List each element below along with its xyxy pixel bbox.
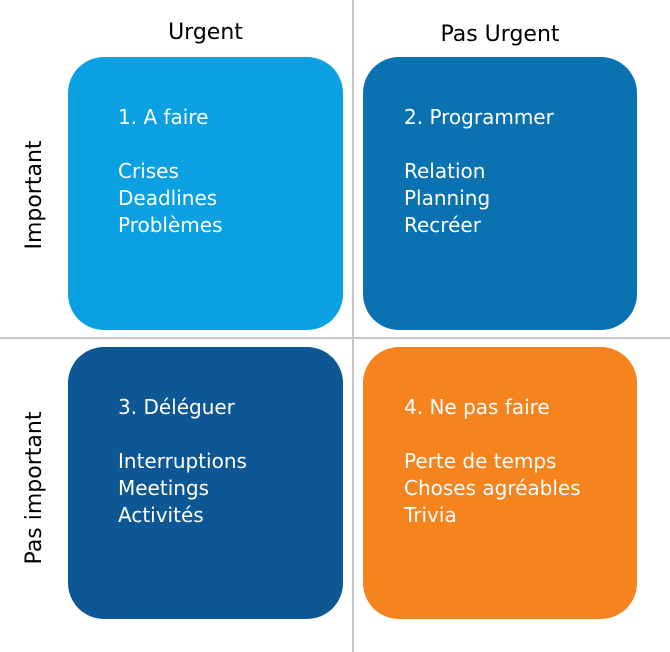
quadrant-item: Meetings [118,476,210,500]
quadrant-item: Deadlines [118,186,218,210]
quadrant-item: Perte de temps [404,449,557,473]
quadrant-title: 1. A faire [118,105,209,129]
quadrant-item-list: Crises Deadlines Problèmes [118,158,333,239]
quadrant-item-list: Relation Planning Recréer [404,158,627,239]
quadrant-a-faire: 1. A faire Crises Deadlines Problèmes [68,57,343,330]
quadrant-item: Interruptions [118,449,247,473]
quadrant-item: Choses agréables [404,476,581,500]
quadrant-item: Planning [404,186,491,210]
quadrant-item: Trivia [404,503,457,527]
quadrant-title: 2. Programmer [404,105,554,129]
quadrant-item-list: Interruptions Meetings Activités [118,448,333,529]
horizontal-divider [0,337,670,339]
row-header-pas-important: Pas important [22,411,47,565]
vertical-divider [352,0,354,652]
quadrant-item: Activités [118,503,204,527]
quadrant-title: 4. Ne pas faire [404,395,550,419]
quadrant-item: Crises [118,159,179,183]
quadrant-programmer: 2. Programmer Relation Planning Recréer [363,57,637,330]
quadrant-ne-pas-faire: 4. Ne pas faire Perte de temps Choses ag… [363,347,637,619]
column-header-urgent: Urgent [168,20,243,45]
quadrant-item: Problèmes [118,213,223,237]
quadrant-item-list: Perte de temps Choses agréables Trivia [404,448,627,529]
quadrant-deleguer: 3. Déléguer Interruptions Meetings Activ… [68,347,343,619]
quadrant-item: Relation [404,159,486,183]
quadrant-item: Recréer [404,213,481,237]
column-header-pas-urgent: Pas Urgent [440,22,560,47]
row-header-important: Important [22,140,47,250]
quadrant-title: 3. Déléguer [118,395,235,419]
